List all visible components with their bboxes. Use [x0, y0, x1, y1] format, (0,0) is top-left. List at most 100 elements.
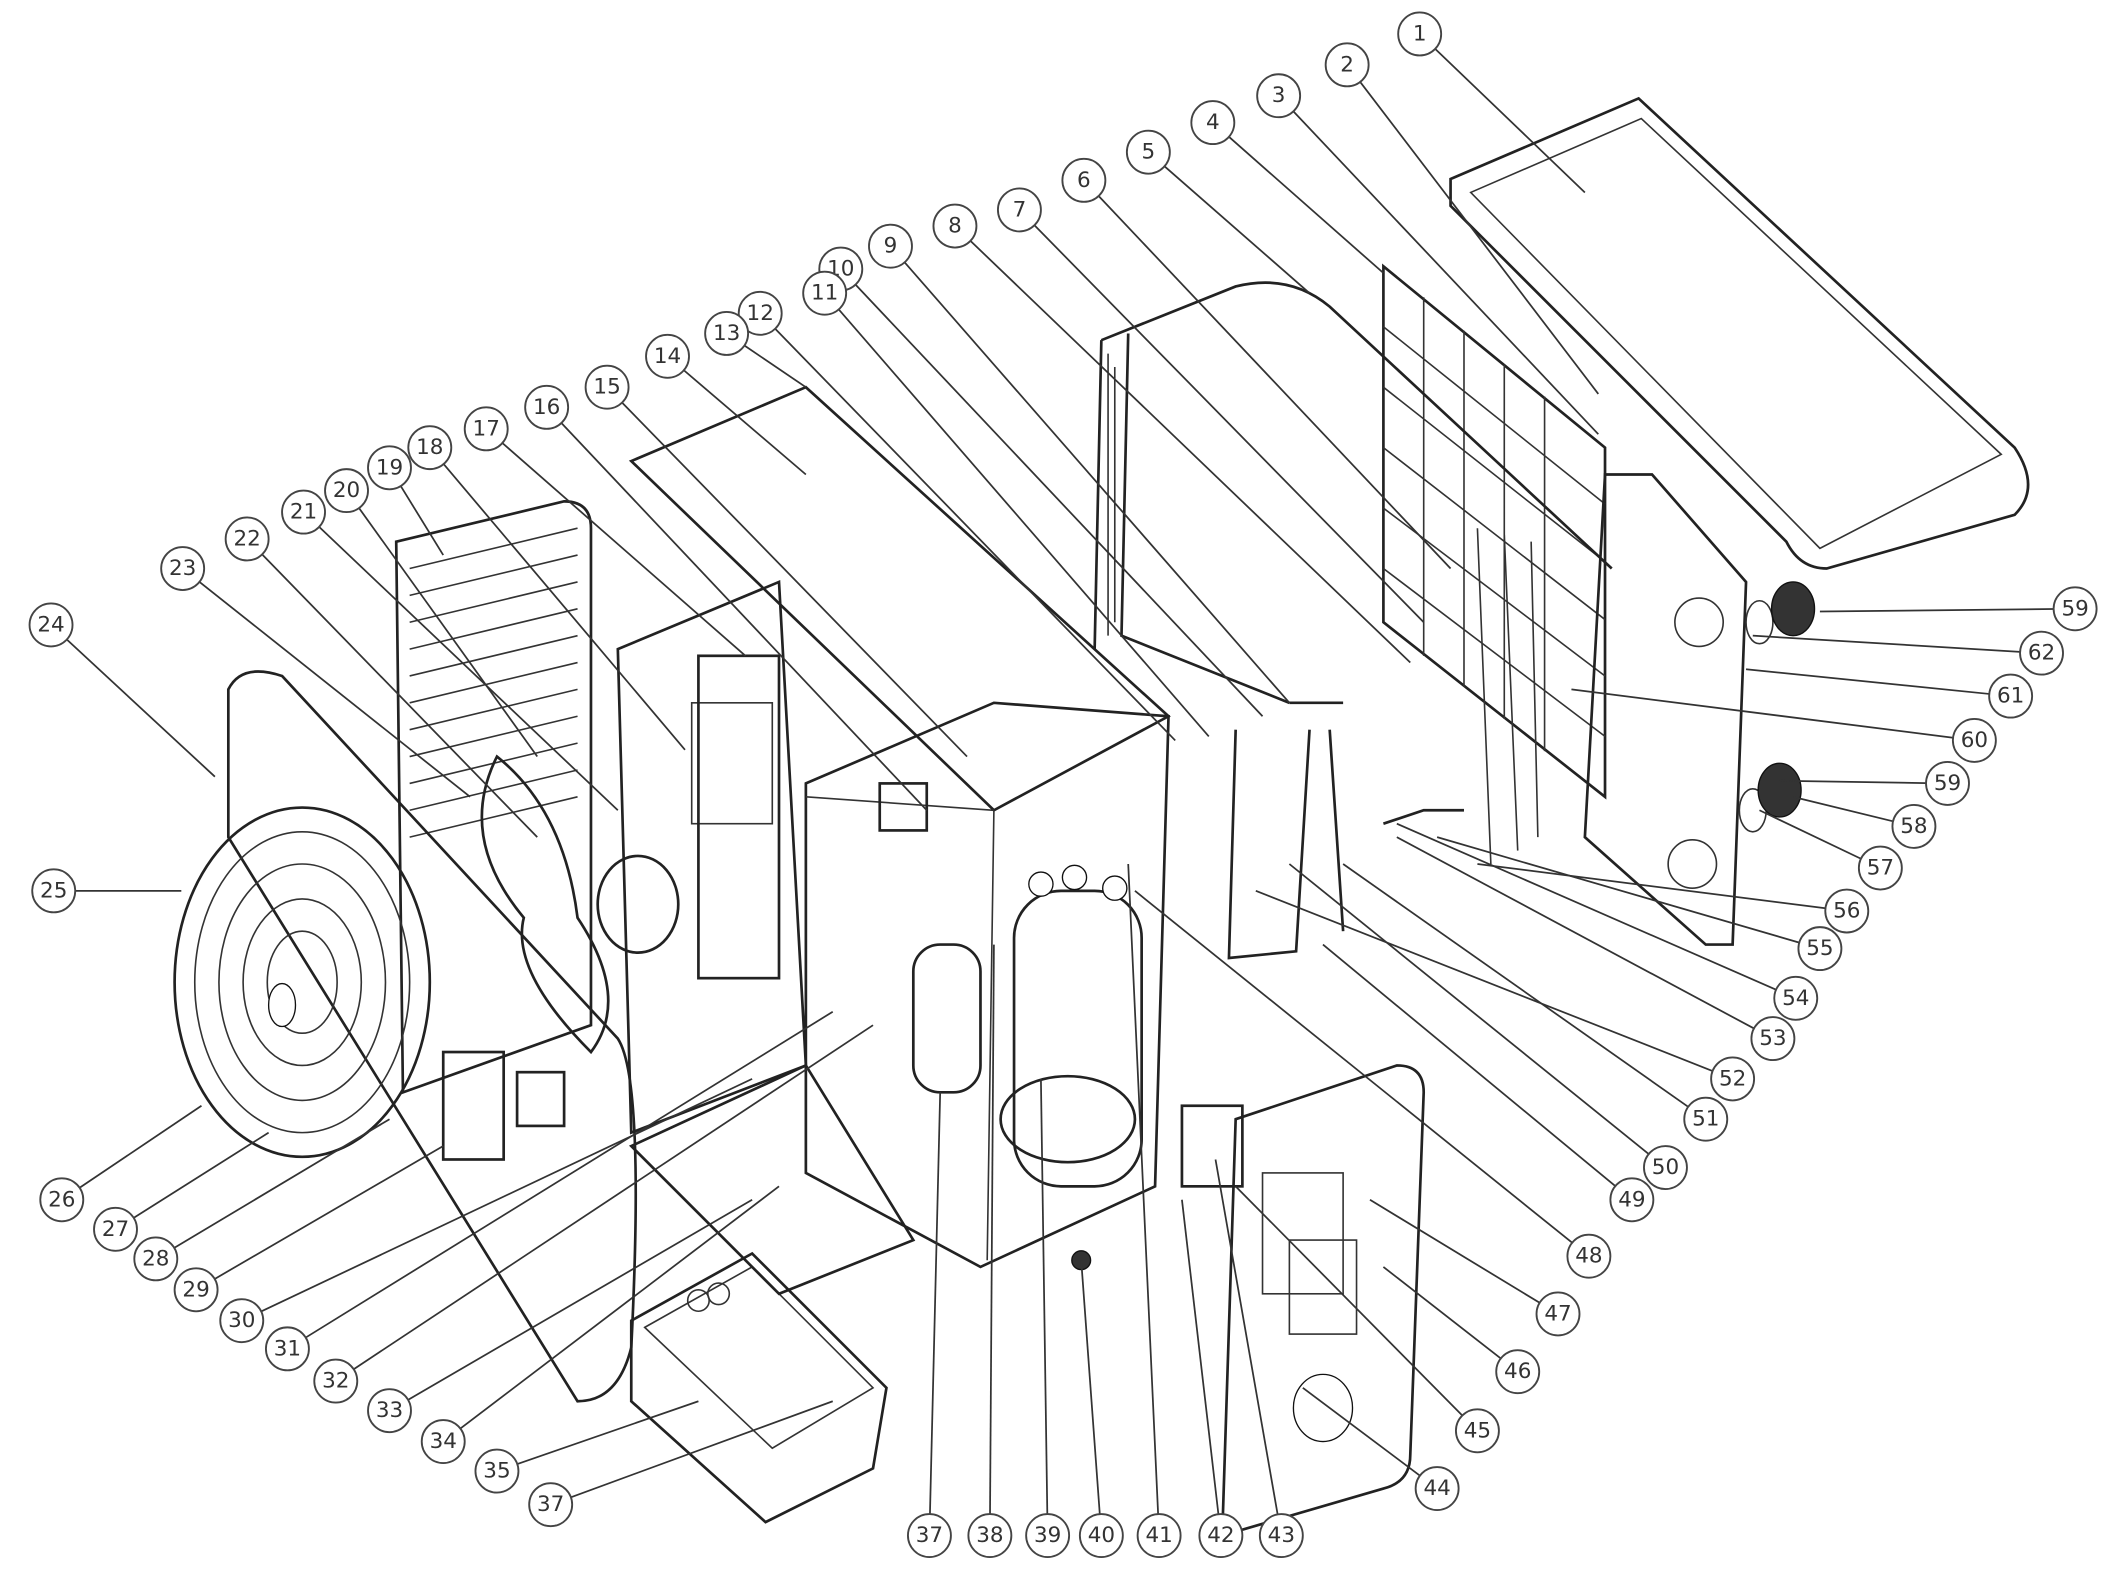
callout-18: 18: [407, 425, 686, 751]
callout-53: 53: [1396, 836, 1796, 1062]
leader-line: [353, 1024, 874, 1370]
callout-number: 45: [1464, 1418, 1491, 1443]
callout-circle: [1025, 1513, 1071, 1558]
callout-circle: [407, 425, 453, 471]
callout-35: 35: [474, 1400, 699, 1494]
callout-61: 61: [1745, 668, 2034, 719]
callout-number: 33: [376, 1398, 403, 1423]
front-panel: [226, 670, 638, 1403]
callout-circle: [1609, 1177, 1655, 1223]
callout-circle: [1495, 1349, 1541, 1395]
leader-line: [570, 1400, 834, 1499]
callout-circle: [420, 1419, 466, 1464]
callout-circle: [2052, 586, 2098, 632]
callout-number: 42: [1207, 1523, 1234, 1548]
callout-24: 24: [28, 602, 216, 778]
callout-5: 5: [1125, 129, 1311, 294]
callout-circle: [996, 187, 1042, 233]
callout-number: 18: [416, 435, 443, 460]
leader-line: [66, 638, 216, 778]
callout-circle: [1454, 1408, 1500, 1454]
leader-line: [305, 1010, 834, 1339]
leader-line: [442, 463, 686, 751]
callout-layer: 1234567891011121314151617181920212223242…: [28, 11, 2098, 1558]
callout-circle: [224, 516, 270, 562]
leader-line: [1571, 688, 1954, 739]
callout-number: 34: [430, 1429, 457, 1454]
callout-number: 41: [1145, 1523, 1172, 1548]
leader-line: [1434, 48, 1586, 194]
callout-56: 56: [1477, 863, 1870, 934]
callout-circle: [1710, 1056, 1756, 1102]
callout-circle: [2019, 630, 2064, 676]
callout-62: 62: [1752, 630, 2064, 676]
callout-number: 11: [811, 281, 838, 306]
callout-2: 2: [1324, 42, 1599, 395]
callout-51: 51: [1342, 863, 1729, 1142]
callout-number: 39: [1034, 1523, 1061, 1548]
callout-circle: [474, 1448, 520, 1494]
callout-circle: [1951, 718, 1997, 763]
callout-37: 37: [528, 1400, 834, 1528]
leader-line: [1396, 822, 1777, 991]
leader-line: [400, 485, 444, 556]
callout-40: 40: [1078, 1260, 1124, 1558]
water-connector-top: [1745, 581, 1816, 645]
callout-number: 53: [1759, 1026, 1786, 1051]
callout-number: 20: [333, 478, 360, 503]
callout-circle: [1566, 1233, 1612, 1279]
callout-circle: [1125, 129, 1171, 175]
titanium-heat-exchanger: [999, 864, 1143, 1188]
leader-line: [1779, 779, 1927, 784]
leader-line: [1040, 1078, 1049, 1515]
callout-number: 37: [916, 1523, 943, 1548]
callout-number: 57: [1867, 856, 1894, 881]
callout-7: 7: [996, 187, 1425, 623]
callout-number: 48: [1575, 1244, 1602, 1269]
callout-number: 27: [102, 1217, 129, 1242]
leader-line: [79, 1105, 202, 1189]
callout-number: 7: [1013, 197, 1027, 222]
fan-blade: [480, 754, 610, 1055]
callout-10: 10: [818, 246, 1264, 717]
leader-line: [198, 581, 471, 798]
callout-38: 38: [967, 944, 1013, 1558]
leader-line: [1369, 1199, 1541, 1304]
callout-number: 28: [142, 1246, 169, 1271]
callout-circle: [31, 868, 77, 914]
callout-number: 16: [533, 395, 560, 420]
callout-33: 33: [367, 1199, 753, 1434]
callout-circle: [1198, 1513, 1244, 1558]
callout-number: 59: [1934, 771, 1961, 796]
callout-circle: [1078, 1513, 1124, 1558]
callout-circle: [219, 1298, 265, 1344]
callout-11: 11: [802, 270, 1210, 737]
callout-number: 58: [1900, 814, 1927, 839]
leader-line: [1436, 836, 1800, 944]
callout-number: 60: [1961, 728, 1988, 753]
callout-number: 52: [1719, 1066, 1746, 1091]
callout-number: 9: [884, 234, 898, 259]
callout-number: 59: [2061, 596, 2088, 621]
capacitor-bracket: [441, 1050, 506, 1161]
callout-number: 25: [40, 878, 67, 903]
callout-circle: [28, 602, 74, 648]
callout-number: 1: [1413, 21, 1427, 46]
callout-circle: [281, 489, 326, 535]
callout-19: 19: [367, 445, 444, 556]
callout-circle: [367, 445, 412, 491]
leader-line: [1322, 943, 1616, 1187]
refrigerant-pipework: [1227, 701, 1464, 960]
callout-number: 43: [1268, 1523, 1295, 1548]
callout-number: 6: [1077, 168, 1091, 193]
leader-line: [1228, 136, 1384, 274]
leader-line: [260, 1078, 753, 1313]
callout-number: 17: [473, 416, 500, 441]
rear-grille: [394, 500, 593, 1095]
leader-line: [1359, 81, 1599, 395]
callout-number: 23: [169, 556, 196, 581]
callout-39: 39: [1025, 1078, 1071, 1558]
leader-line: [1302, 1387, 1421, 1477]
callout-circle: [645, 333, 690, 379]
compressor: [911, 943, 982, 1094]
